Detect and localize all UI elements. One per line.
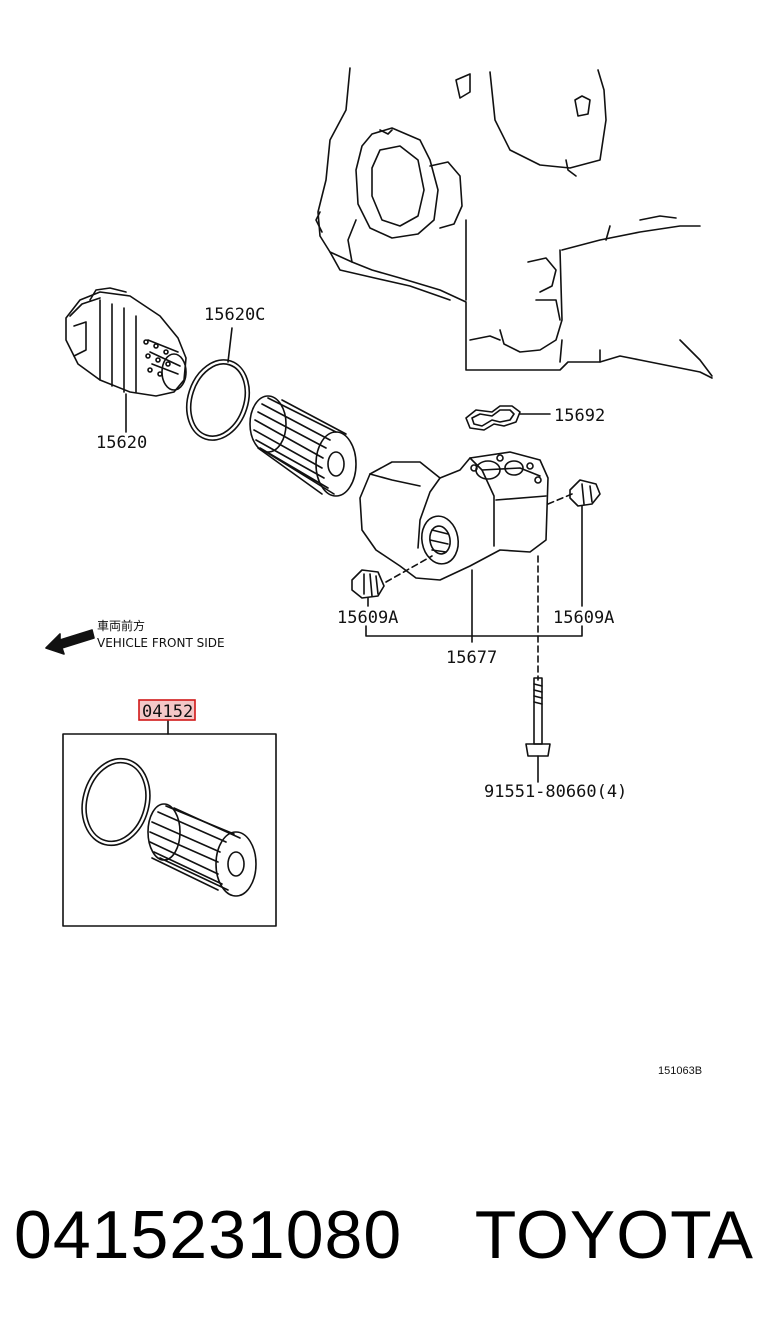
label-gasket[interactable]: 15692 [554,406,605,426]
filter-element-drawing [249,395,357,497]
oil-filter-housing-drawing [359,451,549,643]
figure-code: 151063B [658,1065,702,1077]
label-plug-left[interactable]: 15609A [337,608,398,628]
plug-right-drawing [569,479,601,607]
vehicle-front-label-en: VEHICLE FRONT SIDE [97,636,225,650]
label-cap[interactable]: 15620 [96,433,147,453]
gasket-drawing [465,405,551,431]
vehicle-front-label-jp: 車両前方 [97,618,145,633]
kit-box [62,719,277,927]
engine-block-drawing [315,67,713,379]
plug-left-drawing [351,569,385,607]
label-bracket [365,625,583,637]
cap-o-ring-drawing [185,327,251,441]
label-cap-o-ring[interactable]: 15620C [204,305,265,325]
part-number: 0415231080 [14,1197,403,1273]
oil-filter-cap-drawing [65,287,187,433]
product-caption: 0415231080 TOYOTA [14,1190,754,1280]
bolt-drawing [525,677,551,783]
label-bolt[interactable]: 91551-80660(4) [484,782,627,802]
vehicle-front-arrow-icon [45,629,95,655]
brand-name: TOYOTA [474,1197,754,1273]
kit-label-highlight [138,699,196,721]
label-housing[interactable]: 15677 [446,648,497,668]
label-plug-right[interactable]: 15609A [553,608,614,628]
label-kit[interactable]: 04152 [142,702,193,722]
